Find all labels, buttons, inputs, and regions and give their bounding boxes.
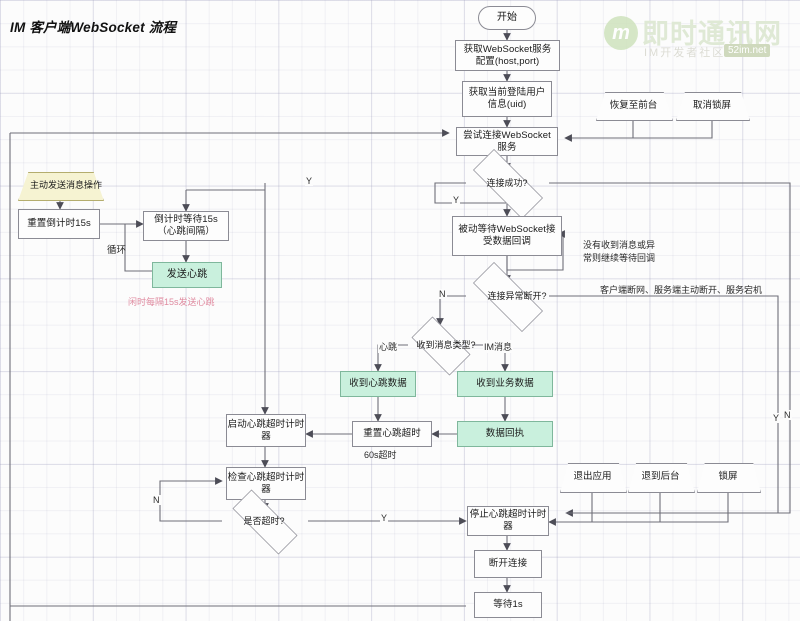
decision-is-timeout-label: 是否超时? xyxy=(243,515,285,526)
node-send-message-operation-label: 主动发送消息操作 xyxy=(29,180,102,191)
decision-message-type-label: 收到消息类型? xyxy=(416,339,476,350)
note-disconnect-reasons: 客户端断网、服务端主动断开、服务宕机 xyxy=(600,285,763,295)
node-lock-screen[interactable]: 锁屏 xyxy=(697,463,761,493)
note-idle-heartbeat: 闲时每隔15s发送心跳 xyxy=(128,297,215,307)
node-disconnect[interactable]: 断开连接 xyxy=(474,550,542,578)
node-start[interactable]: 开始 xyxy=(478,6,536,30)
decision-message-type[interactable]: 收到消息类型? xyxy=(403,316,477,376)
node-start-heartbeat-timer[interactable]: 启动心跳超时计时器 xyxy=(226,414,306,447)
edge-label-msgtype-im: IM消息 xyxy=(483,340,513,353)
node-reset-heartbeat-timeout[interactable]: 重置心跳超时 xyxy=(352,421,432,447)
node-received-business-data[interactable]: 收到业务数据 xyxy=(457,371,553,397)
node-countdown-wait[interactable]: 倒计时等待15s（心跳间隔） xyxy=(143,211,229,241)
note-no-message-retry-line1: 没有收到消息或异 xyxy=(583,240,656,250)
node-lock-screen-label: 锁屏 xyxy=(718,471,738,483)
edge-label-abnormal-no: N xyxy=(438,289,447,299)
node-reset-countdown[interactable]: 重置倒计时15s xyxy=(18,209,100,239)
decision-connect-success-label: 连接成功? xyxy=(486,177,528,188)
node-to-background[interactable]: 退到后台 xyxy=(628,463,695,493)
node-quit-app[interactable]: 退出应用 xyxy=(560,463,627,493)
node-send-message-operation[interactable]: 主动发送消息操作 xyxy=(18,172,104,201)
edge-label-right-rail-n: N xyxy=(783,410,792,420)
node-cancel-lockscreen[interactable]: 取消锁屏 xyxy=(676,92,750,121)
decision-connect-success[interactable]: 连接成功? xyxy=(459,149,555,219)
edge-label-msgtype-heartbeat: 心跳 xyxy=(378,340,399,353)
node-check-heartbeat-timer[interactable]: 检查心跳超时计时器 xyxy=(226,467,306,500)
node-try-connect[interactable]: 尝试连接WebSocket服务 xyxy=(456,127,558,156)
note-loop: 循环 xyxy=(107,245,127,256)
node-restore-foreground[interactable]: 恢复至前台 xyxy=(596,92,673,121)
node-passive-wait[interactable]: 被动等待WebSocket接受数据回调 xyxy=(452,216,562,256)
decision-connection-abnormal-label: 连接异常断开? xyxy=(487,290,547,301)
decision-connection-abnormal[interactable]: 连接异常断开? xyxy=(459,262,555,332)
decision-is-timeout[interactable]: 是否超时? xyxy=(219,489,309,555)
node-stop-heartbeat-timer[interactable]: 停止心跳超时计时器 xyxy=(467,506,549,536)
node-data-ack[interactable]: 数据回执 xyxy=(457,421,553,447)
node-received-heartbeat-data[interactable]: 收到心跳数据 xyxy=(340,371,416,397)
edge-label-connect-success-yes: Y xyxy=(452,195,461,205)
edge-label-connect-success-right: Y xyxy=(305,176,314,186)
edge-label-timeout-no: N xyxy=(152,495,161,505)
node-send-heartbeat[interactable]: 发送心跳 xyxy=(152,262,222,288)
node-quit-app-label: 退出应用 xyxy=(573,471,612,483)
edge-label-abnormal-yes: Y xyxy=(772,413,781,423)
note-60s-timeout: 60s超时 xyxy=(364,450,397,460)
node-to-background-label: 退到后台 xyxy=(641,471,680,483)
node-get-config[interactable]: 获取WebSocket服务配置(host,port) xyxy=(455,40,560,71)
note-no-message-retry-line2: 常则继续等待回调 xyxy=(583,253,656,263)
node-cancel-lockscreen-label: 取消锁屏 xyxy=(692,99,731,111)
page-title: IM 客户端WebSocket 流程 xyxy=(10,20,177,35)
node-get-user[interactable]: 获取当前登陆用户信息(uid) xyxy=(462,81,552,117)
edge-label-timeout-yes: Y xyxy=(380,513,389,523)
node-wait-1s[interactable]: 等待1s xyxy=(474,592,542,618)
node-restore-foreground-label: 恢复至前台 xyxy=(609,99,658,111)
